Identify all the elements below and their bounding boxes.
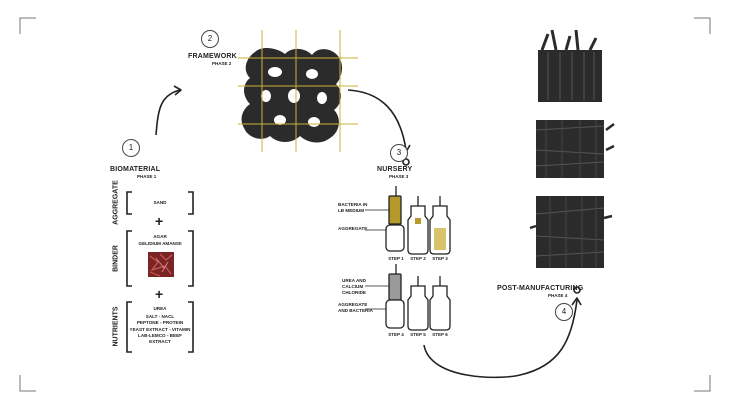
post-manufacturing-blocks (529, 29, 615, 268)
tube-step-6 (429, 276, 451, 331)
aggregate-label: AGGREGATE (112, 180, 120, 225)
nursery-leaders (365, 209, 389, 310)
urea-label-line3: CHLORIDE (342, 290, 366, 295)
nutrients-content: UREA SALT - NACL PEPTONE - PROTEIN YEAST… (128, 306, 192, 345)
agg-bact-label-line2: AND BACTERIA (338, 308, 373, 313)
agg-bact-label-line1: AGGREGATE (338, 302, 368, 307)
plus-sign-2: + (155, 286, 164, 302)
step-label: STEP 2 (410, 256, 426, 261)
aggregate-bracket (126, 191, 194, 215)
step-label: STEP 1 (388, 256, 404, 261)
binder-content-line1: AGAR (153, 234, 167, 239)
tube-step-5 (407, 276, 429, 331)
phase-3-subtitle: PHASE 3 (389, 174, 409, 179)
phase-2-title: FRAMEWORK (188, 53, 237, 60)
step-label: STEP 4 (388, 332, 404, 337)
phase-3-title: NURSERY (377, 166, 413, 173)
tube-step-1 (385, 186, 405, 252)
nutrients-bracket (126, 301, 194, 353)
urea-label-line2: CALCIUM (342, 284, 364, 289)
step-label: STEP 5 (410, 332, 426, 337)
nutrients-label: NUTRIENTS (112, 306, 120, 347)
nutrient-line: SALT - NACL (145, 314, 175, 320)
nutrient-line: PEPTONE - PROTEIN (136, 320, 184, 326)
binder-label: BINDER (112, 245, 120, 272)
binder-bracket (126, 230, 194, 287)
plus-sign-1: + (155, 213, 164, 229)
agar-image (148, 252, 174, 277)
phase-1-number: 1 (122, 139, 140, 157)
phase-2-subtitle: PHASE 2 (212, 61, 232, 66)
phase-1-subtitle: PHASE 1 (137, 174, 157, 179)
tube-step-4 (385, 264, 405, 329)
aggregate-content: SAND (153, 200, 167, 205)
arrow-phase2-to-phase3 (347, 89, 411, 166)
crop-marks (19, 17, 711, 392)
phase-1-title: BIOMATERIAL (110, 166, 161, 173)
block-bottom (529, 196, 613, 268)
nutrient-line: LAB-LEMCO - BEEF EXTRACT (138, 332, 182, 344)
tube-step-3 (429, 196, 451, 255)
block-middle (535, 120, 615, 178)
framework-lattice (238, 30, 358, 152)
phase-2-number: 2 (201, 30, 219, 48)
block-top (538, 29, 602, 102)
phase-3-number: 3 (390, 144, 408, 162)
phase-4-title: POST-MANUFACTURING (497, 285, 584, 292)
test-tubes (385, 186, 451, 331)
phase-4-number: 4 (555, 303, 573, 321)
aggregate-nursery-label: AGGREGATE (338, 226, 368, 231)
bacteria-label-line2: LB MEDIUM (338, 208, 365, 213)
step-label: STEP 3 (432, 256, 448, 261)
urea-label-line1: UREA AND (342, 278, 366, 283)
nutrient-line: UREA (153, 306, 167, 311)
arrow-phase1-to-phase2 (155, 85, 182, 136)
phase-4-subtitle: PHASE 4 (548, 293, 568, 298)
arrow-phase3-to-phase4 (423, 286, 582, 379)
bacteria-label-line1: BACTERIA IN (338, 202, 368, 207)
tube-step-2 (407, 196, 429, 255)
nutrient-line: YEAST EXTRACT - VITAMIN (129, 326, 191, 332)
step-label: STEP 6 (432, 332, 448, 337)
binder-content-line2: GELIDIUM AMANSII (138, 241, 182, 246)
